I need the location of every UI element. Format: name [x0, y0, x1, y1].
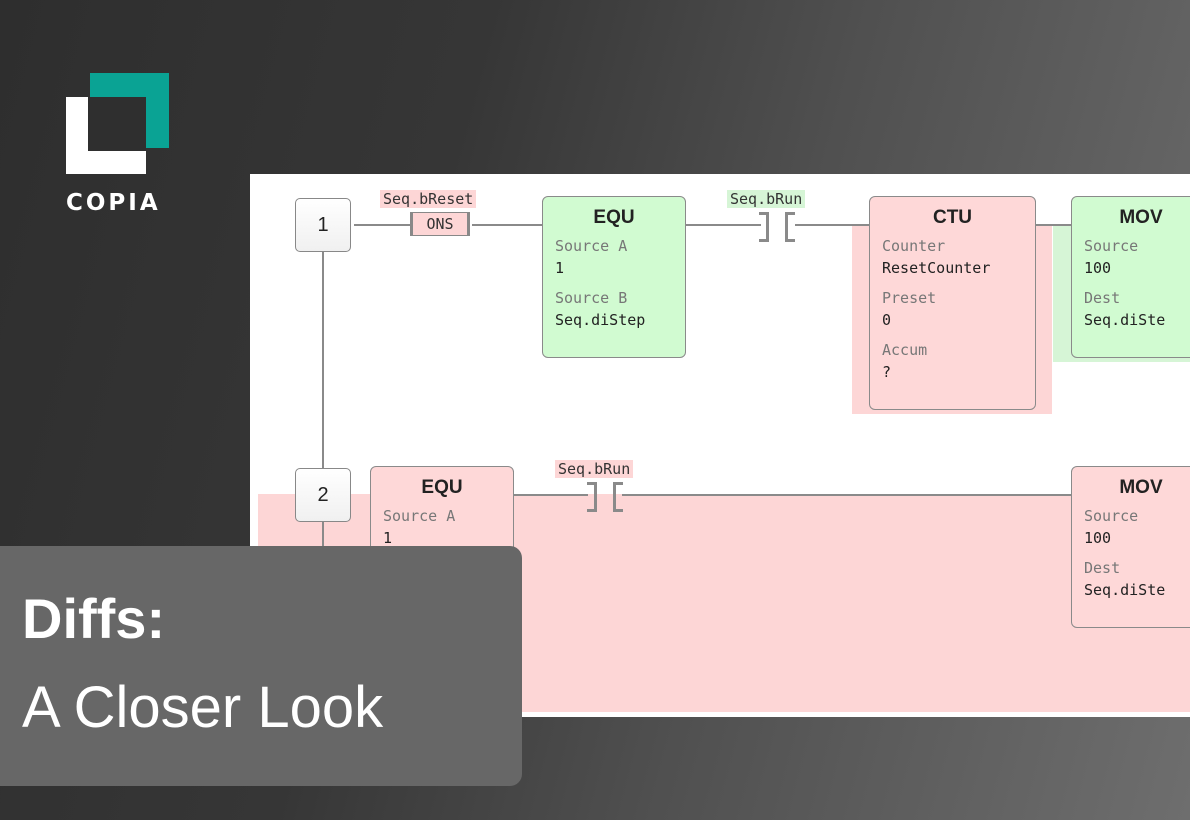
logo-inner-square	[88, 97, 146, 151]
source-a-label: Source A	[555, 237, 628, 255]
block-title: EQU	[593, 207, 635, 228]
preset-label: Preset	[882, 289, 937, 307]
copia-logo	[66, 73, 170, 175]
counter-value: ResetCounter	[882, 259, 991, 277]
mov-block-rung-1[interactable]: MOV Source 100 Dest Seq.diSte	[1071, 196, 1190, 358]
caption-card: Diffs: A Closer Look	[0, 546, 522, 786]
dest-value: Seq.diSte	[1084, 581, 1166, 599]
block-title: MOV	[1119, 477, 1163, 498]
xic-contact-rung-1[interactable]	[759, 212, 795, 242]
accum-value: ?	[882, 363, 892, 381]
accum-label: Accum	[882, 341, 928, 359]
xic-contact-rung-2[interactable]	[587, 482, 623, 512]
wire	[472, 224, 542, 226]
dest-value: Seq.diSte	[1084, 311, 1166, 329]
wire	[685, 224, 761, 226]
source-label: Source	[1084, 507, 1139, 525]
source-label: Source	[1084, 237, 1139, 255]
preset-value: 0	[882, 311, 892, 329]
brand-name: COPIA	[66, 190, 161, 216]
block-title: EQU	[421, 477, 463, 498]
source-value: 100	[1084, 529, 1112, 547]
wire	[512, 494, 588, 496]
source-a-value: 1	[383, 529, 393, 547]
source-a-label: Source A	[383, 507, 456, 525]
counter-label: Counter	[882, 237, 946, 255]
dest-label: Dest	[1084, 289, 1121, 307]
wire	[795, 224, 869, 226]
wire	[354, 224, 410, 226]
source-b-value: Seq.diStep	[555, 311, 646, 329]
block-title: CTU	[932, 207, 973, 228]
source-value: 100	[1084, 259, 1112, 277]
contact-tag-rung-1[interactable]: Seq.bRun	[727, 190, 806, 208]
contact-tag-rung-2[interactable]: Seq.bRun	[555, 460, 634, 478]
equ-block-rung-1[interactable]: EQU Source A 1 Source B Seq.diStep	[542, 196, 686, 358]
left-rail	[322, 252, 324, 552]
ons-instruction[interactable]: ONS	[410, 212, 470, 236]
ctu-block[interactable]: CTU Counter ResetCounter Preset 0 Accum …	[869, 196, 1036, 410]
ons-tag[interactable]: Seq.bReset	[380, 190, 477, 208]
wire	[622, 494, 1072, 496]
rung-number-2[interactable]: 2	[295, 468, 351, 522]
dest-label: Dest	[1084, 559, 1121, 577]
caption-subtitle: A Closer Look	[22, 675, 384, 740]
block-title: MOV	[1119, 207, 1163, 228]
source-a-value: 1	[555, 259, 565, 277]
mov-block-rung-2[interactable]: MOV Source 100 Dest Seq.diSte	[1071, 466, 1190, 628]
wire	[1035, 224, 1071, 226]
rung-number-1[interactable]: 1	[295, 198, 351, 252]
caption-title: Diffs:	[22, 587, 166, 650]
source-b-label: Source B	[555, 289, 628, 307]
